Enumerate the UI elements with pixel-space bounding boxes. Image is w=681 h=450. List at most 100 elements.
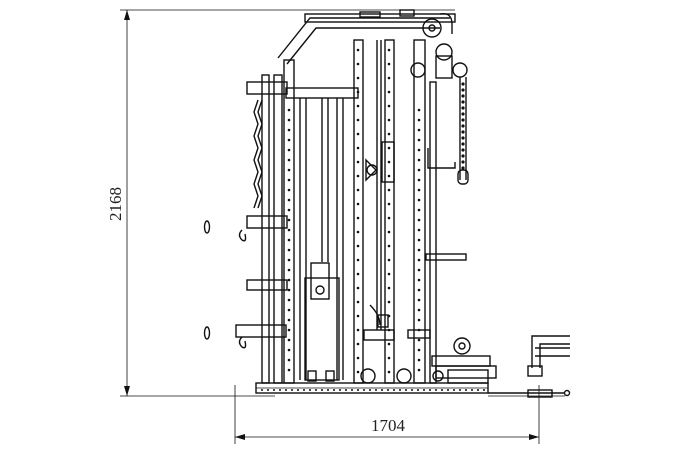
hole-dot [461,88,465,92]
hole-dot [417,389,419,391]
hole-dot [356,202,360,206]
hole-dot [447,389,449,391]
hole-dot [356,244,360,248]
hole-dot [417,258,421,262]
hole-dot [356,342,360,346]
hole-dot [356,328,360,332]
hole-dot [461,112,465,116]
hole-dot [465,389,467,391]
hole-dot [461,142,465,146]
hole-dot [287,348,291,352]
hole-dot [417,148,421,152]
hole-dot [417,208,421,212]
hole-dot [477,389,479,391]
hole-dot [356,48,360,52]
hole-dot [287,288,291,292]
handle-attachment [527,335,570,377]
width-arrow-right [529,434,539,440]
hole-dot [417,338,421,342]
hole-dot [327,389,329,391]
hole-dot [387,202,391,206]
hole-dot [356,258,360,262]
hole-dot [387,90,391,94]
hole-dot [356,62,360,66]
hole-dot [356,356,360,360]
hole-dot [356,230,360,234]
hole-dot [393,389,395,391]
hole-dot [303,389,305,391]
hole-dot [287,158,291,162]
hole-dot [461,160,465,164]
hole-dot [461,100,465,104]
hole-dot [285,389,287,391]
hole-dot [375,389,377,391]
hole-dot [387,188,391,192]
hole-dot [287,248,291,252]
hole-dot [287,238,291,242]
height-dimension-label: 2168 [106,187,125,221]
hole-dot [429,389,431,391]
hole-dot [287,128,291,132]
height-arrow-bottom [124,386,130,396]
hole-dot [356,272,360,276]
hole-dot [387,62,391,66]
smith-carriage [363,40,395,341]
hole-dot [291,389,293,391]
hole-dot [417,318,421,322]
hole-dot [483,389,485,391]
hole-dot [461,154,465,158]
hole-dot [387,230,391,234]
hole-dot [417,118,421,122]
hole-dot [417,268,421,272]
hole-dot [363,389,365,391]
main-uprights [283,39,437,384]
spotter-arms [407,148,467,339]
hole-dot [405,389,407,391]
hole-dot [287,138,291,142]
top-frame [277,9,456,65]
hole-dot [417,168,421,172]
base-frame [255,382,571,398]
hole-dot [417,358,421,362]
hole-dot [399,389,401,391]
hole-dot [287,108,291,112]
hole-dot [417,238,421,242]
hole-dot [417,198,421,202]
hole-dot [287,198,291,202]
hole-dot [273,389,275,391]
hole-dot [356,216,360,220]
hole-dot [417,158,421,162]
hole-dot [417,248,421,252]
hole-dot [461,94,465,98]
hole-dot [461,106,465,110]
hole-dot [387,356,391,360]
hole-dot [287,258,291,262]
hole-dot [441,389,443,391]
hole-dot [287,338,291,342]
weight-stack [285,87,359,382]
hole-dot [279,389,281,391]
hole-dot [387,160,391,164]
hole-dot [461,130,465,134]
hole-dot [333,389,335,391]
hole-dot [315,389,317,391]
hole-dot [356,314,360,318]
hole-dot [387,342,391,346]
hole-dot [387,286,391,290]
hole-dot [461,124,465,128]
hole-dot [461,148,465,152]
hole-dot [387,216,391,220]
hole-dot [351,389,353,391]
hole-dot [387,272,391,276]
width-arrow-left [235,434,245,440]
hole-dot [417,368,421,372]
hole-dot [411,389,413,391]
hole-dot [387,146,391,150]
hole-dot [356,104,360,108]
hole-dot [287,278,291,282]
hole-dot [356,118,360,122]
smith-machine-side-view [203,9,571,398]
hole-dot [459,389,461,391]
hole-dot [287,168,291,172]
hole-dot [461,82,465,86]
